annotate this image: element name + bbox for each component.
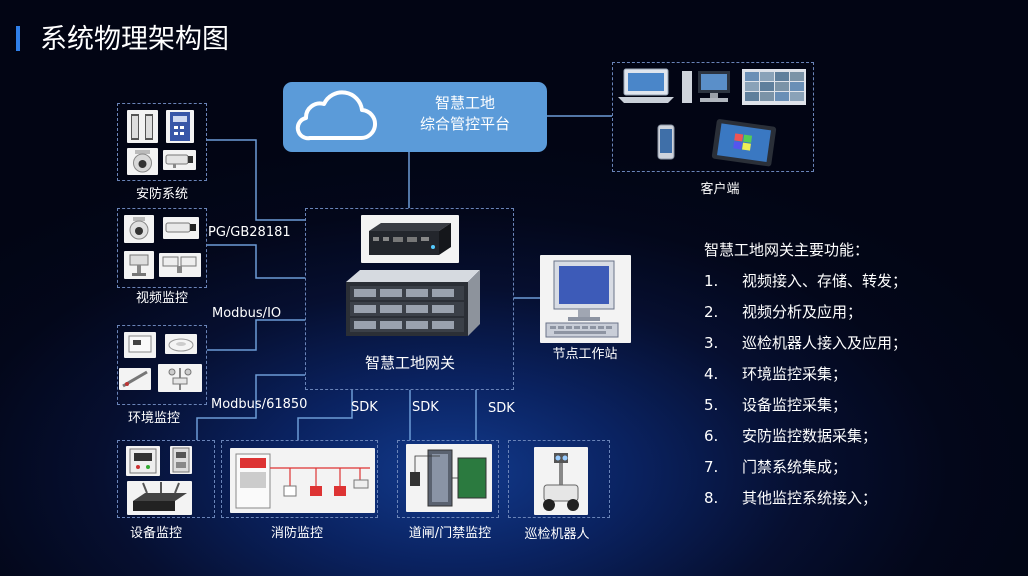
security-dome-image [127, 148, 158, 175]
sensor-box-icon [128, 335, 152, 353]
security-barrier-image [127, 110, 158, 143]
list-item: 5.设备监控采集； [704, 396, 848, 414]
cloud-icon [295, 90, 378, 141]
video-wall-icon [742, 69, 806, 105]
page-title: 系统物理架构图 [40, 24, 229, 55]
feature-list-title: 智慧工地网关主要功能： [704, 241, 870, 259]
gateway-label: 智慧工地网关 [364, 354, 455, 372]
equipment-switch-image [170, 446, 192, 474]
weather-station-icon [168, 368, 192, 390]
gateway-box-pc-image [361, 215, 459, 263]
robot-group-box [508, 440, 610, 518]
gateway-server-icon [346, 270, 480, 336]
line-video [207, 244, 305, 279]
video-thermal-image [159, 253, 201, 277]
list-item: 7.门禁系统集成； [704, 458, 848, 476]
gate-group-box [397, 440, 499, 518]
tablet-icon [711, 119, 777, 167]
gate-label: 道闸/门禁监控 [408, 526, 492, 541]
env-smoke-image [165, 334, 197, 354]
robot-label: 巡检机器人 [524, 527, 590, 542]
workstation-image [540, 255, 631, 343]
video-dome-image [124, 215, 154, 243]
client-devices-illustration [618, 68, 806, 167]
cloud-platform-line2: 综合管控平台 [419, 115, 510, 133]
video-label: 视频监控 [135, 291, 188, 306]
environment-group-box [117, 325, 207, 405]
list-item: 3.巡检机器人接入及应用； [704, 334, 908, 352]
protocol-sdk-robot: SDK [488, 401, 515, 416]
bullet-camera-icon [165, 222, 196, 233]
video-group-box [117, 208, 207, 288]
alarm-panel-icon [170, 112, 190, 141]
workstation-computer-icon [545, 260, 619, 338]
protocol-modbus-61850: Modbus/61850 [211, 397, 308, 412]
equipment-label: 设备监控 [129, 526, 182, 541]
environment-label: 环境监控 [127, 411, 180, 426]
security-bullet-image [163, 150, 196, 170]
phone-icon [657, 124, 675, 160]
video-ptz-image [124, 251, 154, 279]
video-bullet-image [163, 217, 199, 239]
line-environment [207, 319, 305, 351]
client-label: 客户端 [700, 182, 740, 197]
list-item: 2.视频分析及应用； [704, 303, 863, 321]
robot-image [534, 447, 588, 515]
equipment-router-image [127, 481, 192, 515]
thermal-camera-icon [162, 256, 197, 273]
list-item: 6.安防监控数据采集； [704, 427, 878, 445]
cloud-platform-box [283, 82, 547, 152]
cloud-platform-label: 智慧工地 综合管控平台 [395, 93, 535, 135]
ptz-camera-icon [129, 254, 149, 276]
cloud-platform-line1: 智慧工地 [434, 94, 495, 112]
security-alarm-image [166, 110, 194, 143]
fire-label: 消防监控 [270, 526, 323, 541]
protocol-sdk-fire: SDK [351, 400, 378, 415]
router-icon [133, 482, 187, 511]
access-control-icon [410, 449, 487, 507]
barrier-icon [131, 114, 153, 140]
fire-group-box [221, 440, 378, 518]
fire-system-image [230, 448, 375, 513]
protocol-modbus-io: Modbus/IO [212, 306, 282, 321]
client-group-box [612, 62, 814, 172]
equipment-group-box [117, 440, 215, 518]
dome-camera-icon [133, 150, 152, 173]
list-item: 8.其他监控系统接入； [704, 489, 878, 507]
security-label: 安防系统 [135, 187, 188, 202]
list-item: 1.视频接入、存储、转发； [704, 272, 908, 290]
line-security [207, 139, 305, 221]
dome-camera-icon [129, 217, 149, 240]
gate-system-image [406, 444, 492, 512]
workstation-label: 节点工作站 [552, 347, 618, 362]
smoke-detector-icon [168, 338, 194, 352]
switch-box-icon [172, 447, 190, 473]
line-fire [297, 390, 353, 440]
probe-icon [122, 370, 148, 388]
env-sensor-image [124, 332, 156, 358]
env-weather-image [158, 364, 202, 392]
inspection-robot-icon [543, 453, 579, 511]
line-equipment [196, 374, 305, 440]
bullet-camera-icon [165, 154, 193, 168]
protocol-pg-gb28181: PG/GB28181 [208, 225, 291, 240]
desktop-icon [682, 71, 730, 103]
industrial-pc-icon [369, 223, 451, 255]
protocol-sdk-gate: SDK [412, 400, 439, 415]
gateway-group-box [305, 208, 514, 390]
title-accent-bar [16, 26, 20, 51]
env-probe-image [119, 368, 151, 390]
laptop-icon [618, 68, 674, 103]
fire-alarm-system-icon [235, 453, 370, 509]
equipment-panel-image [126, 446, 160, 476]
security-group-box [117, 103, 207, 181]
list-item: 4.环境监控采集； [704, 365, 848, 383]
control-panel-icon [129, 448, 157, 474]
feature-list: 智慧工地网关主要功能： 1.视频接入、存储、转发； 2.视频分析及应用； 3.巡… [704, 240, 907, 508]
